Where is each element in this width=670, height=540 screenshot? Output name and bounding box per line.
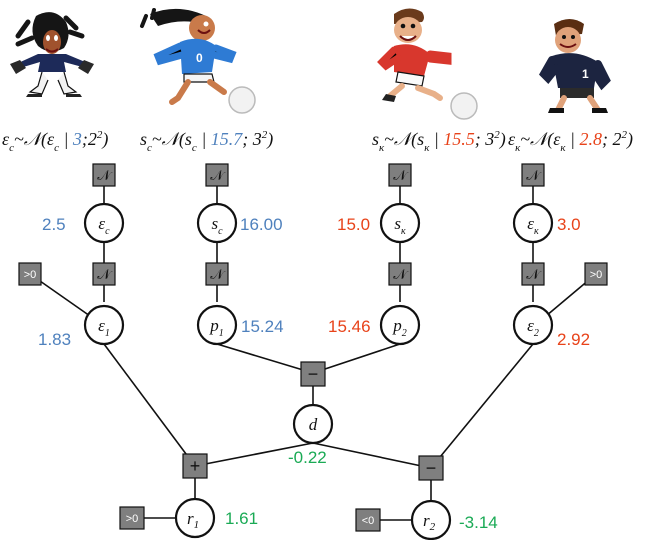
positive-constraint-factor-eps-2: >0 bbox=[584, 262, 608, 286]
normal-factor-p-2: 𝒩 bbox=[388, 262, 412, 286]
node-r-2: r2 bbox=[410, 499, 452, 540]
value-s-k: 15.0 bbox=[337, 215, 370, 234]
normal-factor-eps-k: 𝒩 bbox=[521, 163, 545, 187]
prior-formula-striker-c: sс~𝒩(sс | 15.7; 32) bbox=[140, 129, 273, 154]
cartoon-striker-red-kit bbox=[377, 8, 478, 120]
normal-factor-eps-c: 𝒩 bbox=[92, 163, 116, 187]
normal-factor-s-c: 𝒩 bbox=[205, 163, 229, 187]
normal-factor-eps-1: 𝒩 bbox=[92, 262, 116, 286]
svg-text:sс: sс bbox=[211, 214, 223, 237]
svg-text:ε2: ε2 bbox=[527, 316, 539, 339]
value-p-2: 15.46 bbox=[328, 317, 371, 336]
svg-text:<0: <0 bbox=[362, 515, 375, 527]
value-eps-k: 3.0 bbox=[557, 215, 581, 234]
value-s-c: 16.00 bbox=[240, 215, 283, 234]
svg-text:ε1: ε1 bbox=[98, 316, 110, 339]
value-r-2: -3.14 bbox=[459, 513, 498, 532]
svg-text:𝒩: 𝒩 bbox=[210, 268, 226, 283]
node-d: d bbox=[292, 403, 334, 445]
svg-text:>0: >0 bbox=[590, 269, 603, 281]
positive-constraint-factor-eps-1: >0 bbox=[18, 262, 42, 286]
svg-text:p1: p1 bbox=[209, 316, 224, 339]
node-p-2: p2 bbox=[379, 304, 421, 346]
cartoon-goalkeeper-dark-kit: 1 bbox=[539, 19, 611, 113]
negative-constraint-factor-r-2: <0 bbox=[355, 508, 381, 532]
normal-factor-eps-2: 𝒩 bbox=[521, 262, 545, 286]
difference-factor-d: − bbox=[300, 361, 326, 387]
prior-formula-striker-k: sк~𝒩(sк | 15.5; 32) bbox=[372, 129, 506, 154]
svg-text:>0: >0 bbox=[126, 513, 139, 525]
node-s-k: sк bbox=[379, 202, 421, 244]
svg-text:>0: >0 bbox=[24, 269, 37, 281]
svg-text:𝒩: 𝒩 bbox=[97, 268, 113, 283]
sum-factor-r-1: + bbox=[182, 453, 208, 479]
prior-formula-goalkeeper-k: εк~𝒩(εк | 2.8; 22) bbox=[508, 129, 633, 154]
node-p-1: p1 bbox=[196, 304, 238, 346]
value-eps-c: 2.5 bbox=[42, 215, 66, 234]
svg-text:𝒩: 𝒩 bbox=[393, 268, 409, 283]
svg-text:−: − bbox=[426, 458, 437, 478]
prior-formulas: εс~𝒩(εс | 3;22) sс~𝒩(sс | 15.7; 32) sк~𝒩… bbox=[2, 129, 633, 154]
variable-nodes: εс sс sк εк ε1 p1 p2 ε2 d r1 r2 bbox=[83, 202, 554, 540]
factor-nodes: 𝒩 𝒩 𝒩 𝒩 𝒩 𝒩 𝒩 𝒩 >0 >0 − + − >0 <0 bbox=[18, 163, 608, 532]
svg-text:r2: r2 bbox=[423, 511, 436, 533]
svg-text:εк: εк bbox=[527, 214, 539, 237]
svg-text:𝒩: 𝒩 bbox=[526, 169, 542, 184]
graph-edges bbox=[29, 175, 597, 521]
svg-text:𝒩: 𝒩 bbox=[393, 169, 409, 184]
node-r-1: r1 bbox=[174, 497, 216, 539]
difference-factor-r-2: − bbox=[418, 455, 444, 481]
player-illustrations: 0 1 bbox=[10, 8, 611, 120]
value-d: -0.22 bbox=[288, 448, 327, 467]
node-eps-2: ε2 bbox=[512, 304, 554, 346]
prior-formula-goalkeeper-c: εс~𝒩(εс | 3;22) bbox=[2, 129, 108, 154]
positive-constraint-factor-r-1: >0 bbox=[119, 506, 145, 530]
svg-text:1: 1 bbox=[582, 67, 589, 81]
value-eps-2: 2.92 bbox=[557, 330, 590, 349]
svg-text:+: + bbox=[190, 456, 201, 476]
svg-text:0: 0 bbox=[196, 51, 203, 65]
node-s-c: sс bbox=[196, 202, 238, 244]
value-eps-1: 1.83 bbox=[38, 330, 71, 349]
svg-text:𝒩: 𝒩 bbox=[526, 268, 542, 283]
svg-text:−: − bbox=[308, 364, 319, 384]
svg-text:d: d bbox=[309, 415, 318, 434]
svg-text:r1: r1 bbox=[187, 509, 199, 531]
value-p-1: 15.24 bbox=[241, 317, 284, 336]
svg-text:𝒩: 𝒩 bbox=[97, 169, 113, 184]
node-eps-c: εс bbox=[83, 202, 125, 244]
normal-factor-s-k: 𝒩 bbox=[388, 163, 412, 187]
normal-factor-p-1: 𝒩 bbox=[205, 262, 229, 286]
value-labels: 2.5 16.00 15.0 3.0 1.83 15.24 15.46 2.92… bbox=[38, 215, 590, 532]
svg-text:sк: sк bbox=[394, 214, 406, 237]
value-r-1: 1.61 bbox=[225, 509, 258, 528]
svg-text:εс: εс bbox=[98, 214, 110, 237]
cartoon-goalkeeper-blue-kit bbox=[10, 12, 94, 97]
svg-text:p2: p2 bbox=[392, 316, 407, 339]
svg-text:𝒩: 𝒩 bbox=[210, 169, 226, 184]
node-eps-k: εк bbox=[512, 202, 554, 244]
cartoon-striker-blue-kit: 0 bbox=[140, 8, 256, 114]
node-eps-1: ε1 bbox=[83, 304, 125, 346]
